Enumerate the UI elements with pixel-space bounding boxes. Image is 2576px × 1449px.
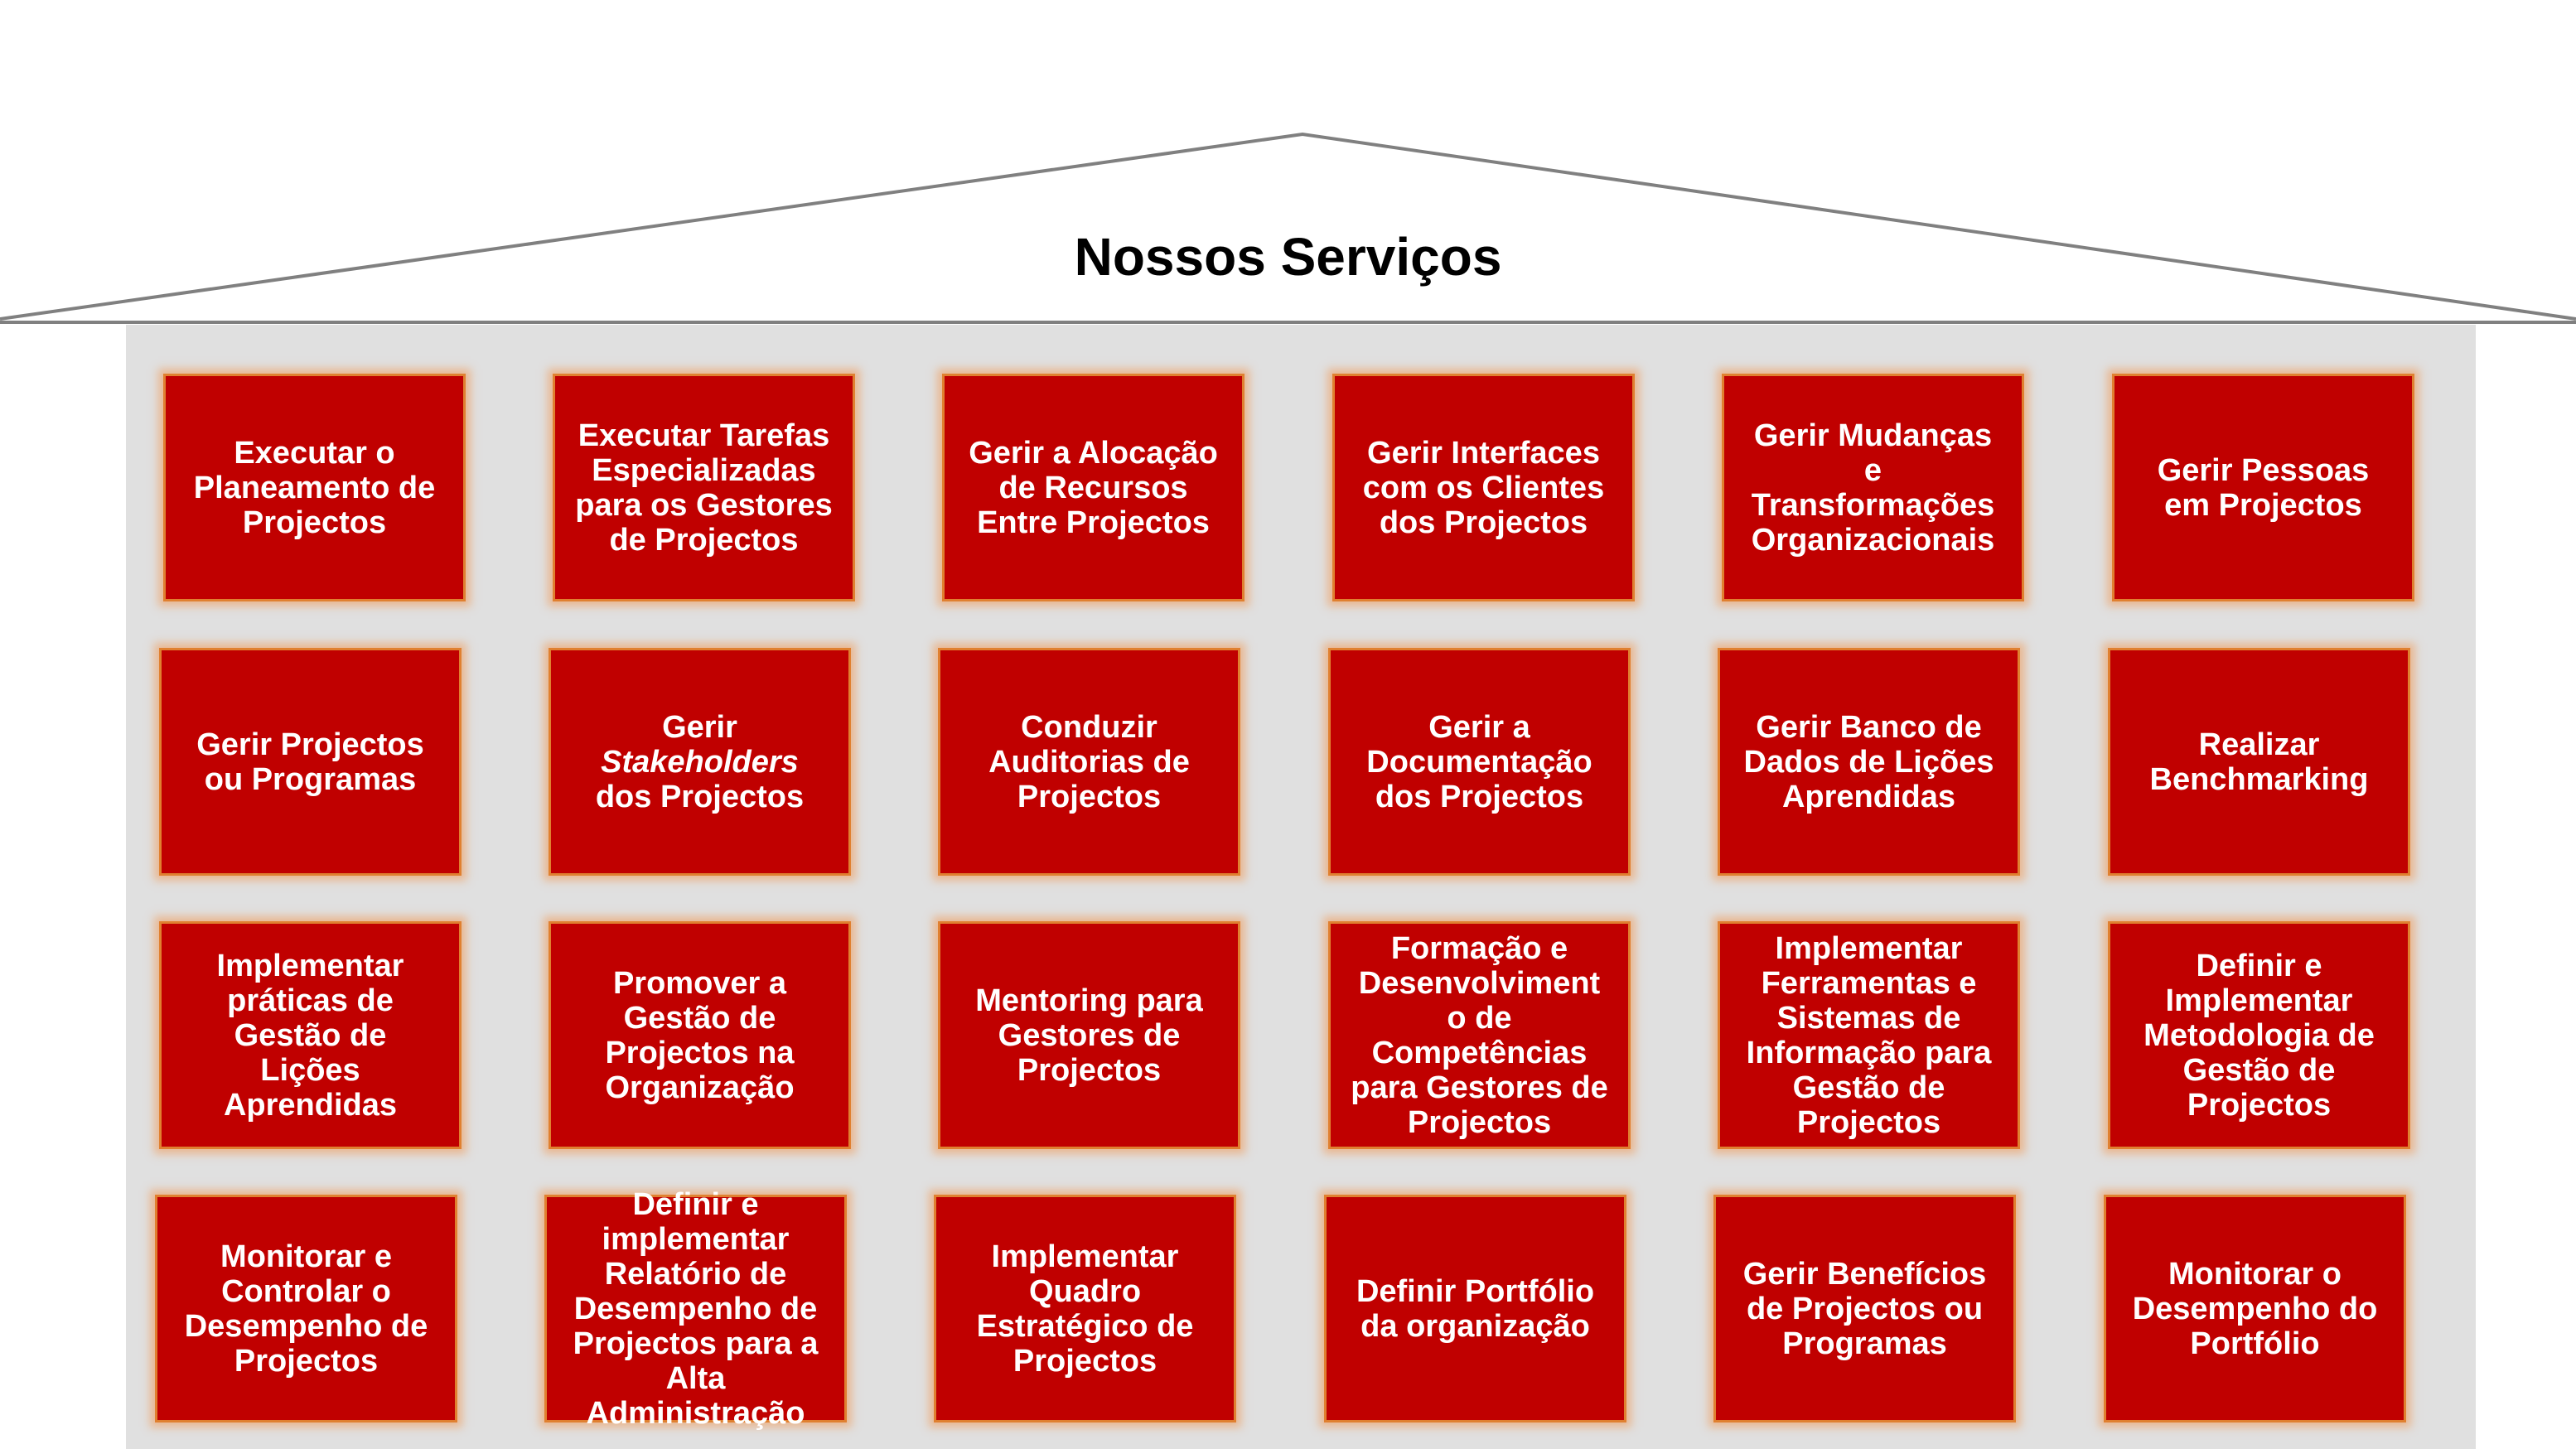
- service-tile: Gerir Banco de Dados de Lições Aprendida…: [1718, 648, 2020, 876]
- service-tile: Monitorar e Controlar o Desempenho de Pr…: [155, 1195, 457, 1422]
- service-label: Promover a Gestão de Projectos na Organi…: [605, 965, 795, 1105]
- service-tile: Gerir Stakeholders dos Projectos: [549, 648, 851, 876]
- service-label: Conduzir Auditorias de Projectos: [988, 709, 1190, 814]
- service-label: Realizar Benchmarking: [2149, 727, 2369, 797]
- service-tile: Gerir Interfaces com os Clientes dos Pro…: [1332, 374, 1635, 601]
- page-title: Nossos Serviços: [1074, 227, 1502, 287]
- service-label: Monitorar o Desempenho do Portfólio: [2132, 1256, 2378, 1361]
- service-tile: Gerir Pessoas em Projectos: [2112, 374, 2414, 601]
- service-label: Definir Portfólio da organização: [1356, 1273, 1595, 1344]
- service-label: Gerir Mudanças e Transformações Organiza…: [1751, 418, 1995, 558]
- roof-outline: [0, 132, 2576, 321]
- service-label: Implementar Quadro Estratégico de Projec…: [976, 1239, 1194, 1379]
- service-tile: Definir Portfólio da organização: [1324, 1195, 1626, 1422]
- service-tile: Gerir Benefícios de Projectos ou Program…: [1713, 1195, 2016, 1422]
- service-tile: Mentoring para Gestores de Projectos: [938, 921, 1240, 1149]
- service-label: Formação e Desenvolviment o de Competênc…: [1351, 930, 1608, 1140]
- service-label: Implementar Ferramentas e Sistemas de In…: [1746, 930, 1992, 1140]
- service-tile: Realizar Benchmarking: [2108, 648, 2410, 876]
- service-label: Monitorar e Controlar o Desempenho de Pr…: [184, 1239, 428, 1379]
- roof: [0, 132, 2576, 324]
- service-tile: Executar o Planeamento de Projectos: [163, 374, 466, 601]
- service-tile: Gerir a Alocação de Recursos Entre Proje…: [942, 374, 1245, 601]
- service-label: Definir e Implementar Metodologia de Ges…: [2143, 948, 2375, 1123]
- service-label: Implementar práticas de Gestão de Lições…: [216, 948, 404, 1123]
- service-label: Gerir Projectos ou Programas: [196, 727, 424, 797]
- service-label: Executar Tarefas Especializadas para os …: [575, 418, 833, 558]
- service-tile: Gerir a Documentação dos Projectos: [1328, 648, 1631, 876]
- service-tile: Gerir Projectos ou Programas: [159, 648, 462, 876]
- service-tile: Conduzir Auditorias de Projectos: [938, 648, 1240, 876]
- service-tile: Promover a Gestão de Projectos na Organi…: [549, 921, 851, 1149]
- service-label: Mentoring para Gestores de Projectos: [975, 983, 1203, 1088]
- service-tile: Executar Tarefas Especializadas para os …: [553, 374, 855, 601]
- service-tile: Definir e Implementar Metodologia de Ges…: [2108, 921, 2410, 1149]
- service-tile: Monitorar o Desempenho do Portfólio: [2104, 1195, 2406, 1422]
- service-label: Gerir Pessoas em Projectos: [2157, 452, 2370, 523]
- services-building: Executar o Planeamento de Projectos Execu…: [126, 325, 2476, 1449]
- service-tile: Implementar Ferramentas e Sistemas de In…: [1718, 921, 2020, 1149]
- service-label: Gerir a Documentação dos Projectos: [1366, 709, 1592, 814]
- service-label: Definir e implementar Relatório de Desem…: [573, 1186, 819, 1431]
- service-label: Gerir Banco de Dados de Lições Aprendida…: [1743, 709, 1994, 814]
- service-tile: Definir e implementar Relatório de Desem…: [544, 1187, 847, 1431]
- service-label: Executar o Planeamento de Projectos: [193, 435, 436, 540]
- service-label: Gerir Interfaces com os Clientes dos Pro…: [1362, 435, 1605, 540]
- service-label: Gerir a Alocação de Recursos Entre Proje…: [969, 435, 1218, 540]
- service-tile: Gerir Mudanças e Transformações Organiza…: [1722, 374, 2024, 601]
- service-label: Gerir Benefícios de Projectos ou Program…: [1742, 1256, 1987, 1361]
- service-label: Gerir Stakeholders dos Projectos: [595, 709, 805, 814]
- service-tile: Formação e Desenvolviment o de Competênc…: [1328, 921, 1631, 1149]
- service-tile: Implementar Quadro Estratégico de Projec…: [934, 1195, 1236, 1422]
- service-tile: Implementar práticas de Gestão de Lições…: [159, 921, 462, 1149]
